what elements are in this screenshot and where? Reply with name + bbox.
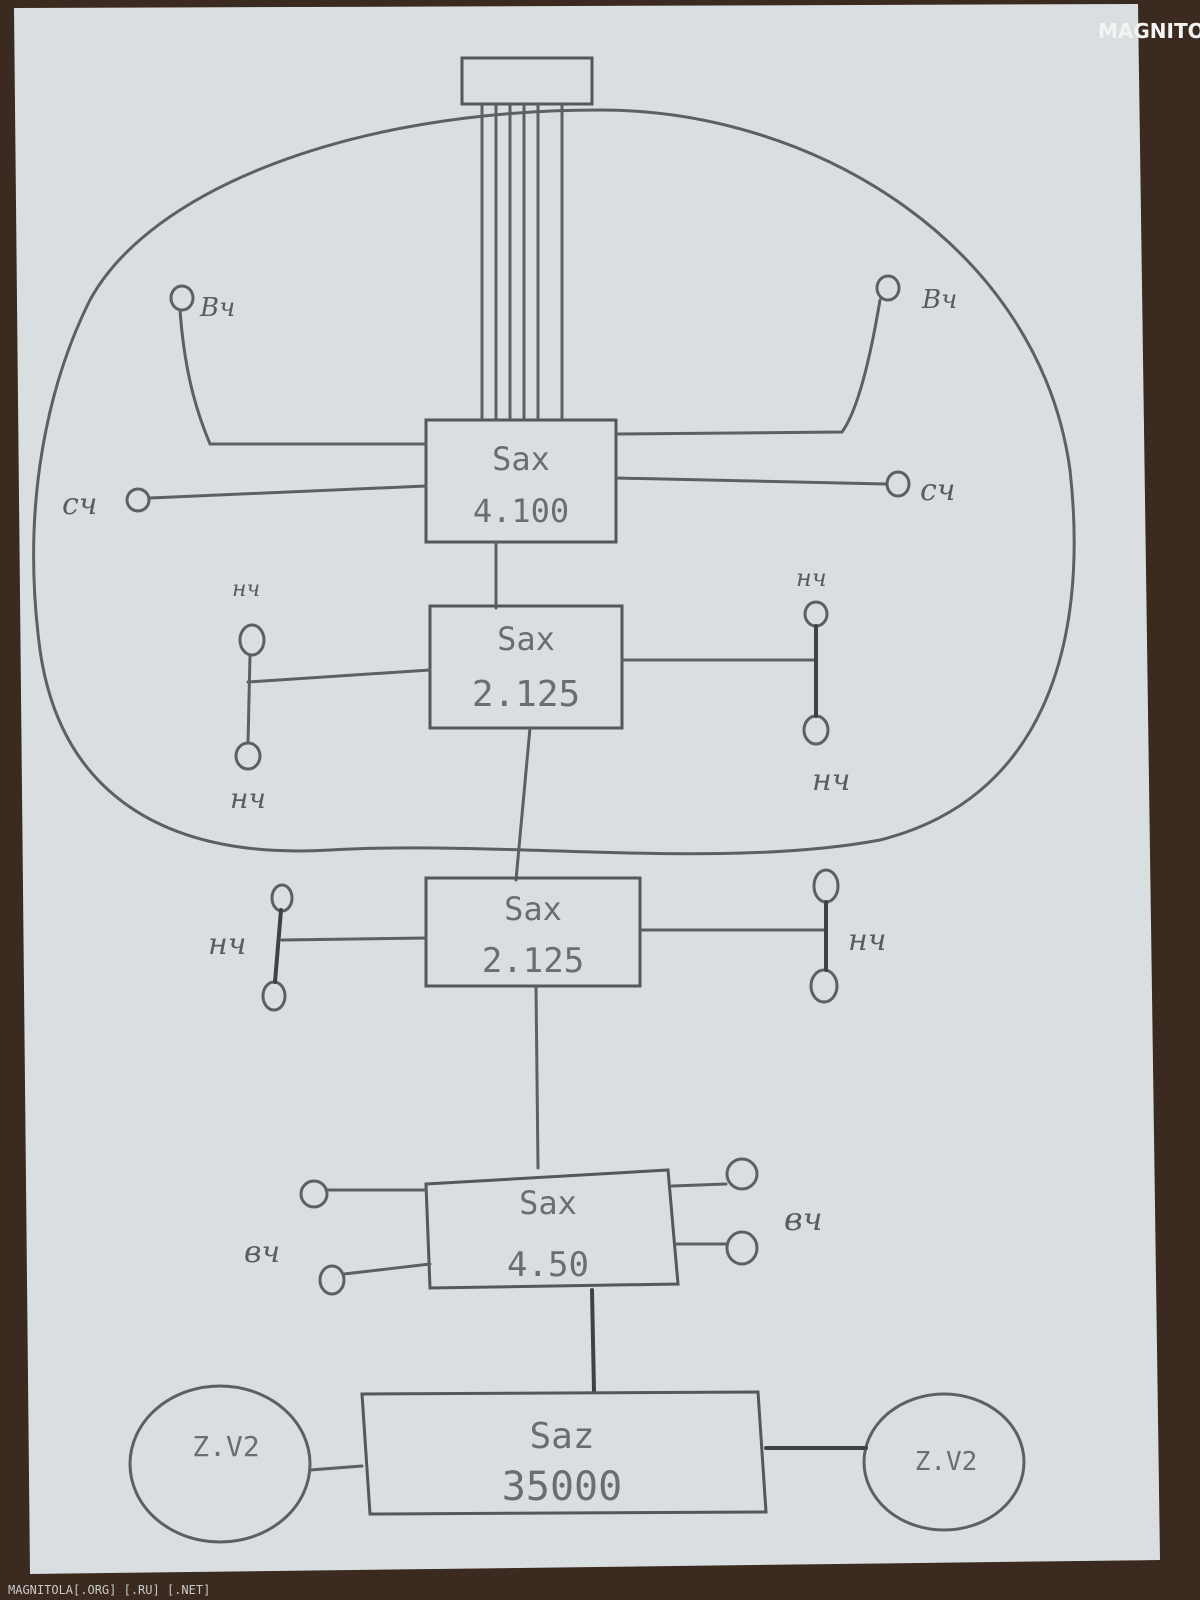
label-bch: Вч: [921, 285, 957, 315]
subwoofer-right: Z.V2: [764, 1392, 1026, 1532]
svg-text:Saz: Saz: [529, 1416, 594, 1457]
tweeters-rear-right: вч: [670, 1157, 823, 1266]
svg-text:2.125: 2.125: [472, 674, 580, 715]
amplifier-sax-4100: Sax 4.100: [424, 418, 618, 544]
label-nch: нч: [208, 927, 246, 962]
svg-text:Sax: Sax: [519, 1184, 577, 1222]
svg-text:Sax: Sax: [492, 440, 550, 478]
svg-text:35000: 35000: [502, 1464, 622, 1510]
svg-text:Sax: Sax: [497, 620, 555, 658]
midrange-front-right: сч: [614, 470, 955, 508]
tweeter-front-left: Вч: [169, 284, 428, 446]
label-sch: сч: [920, 473, 955, 508]
svg-text:4.50: 4.50: [507, 1245, 589, 1285]
woofer-pair-top-left: нч нч: [230, 577, 432, 815]
label-nch: нч: [848, 923, 886, 958]
label-bch: вч: [244, 1235, 280, 1270]
woofer-pair-mid-right: нч: [638, 868, 886, 1004]
label-nch: нч: [232, 577, 260, 602]
amplifier-sax-450: Sax 4.50: [424, 1168, 680, 1290]
tweeter-front-right: Вч: [614, 274, 957, 436]
label-bch: Вч: [199, 293, 235, 323]
midrange-front-left: сч: [62, 484, 428, 522]
svg-text:Z.V2: Z.V2: [192, 1430, 259, 1463]
paper-sheet: [14, 4, 1160, 1574]
svg-text:2.125: 2.125: [482, 941, 584, 981]
cabin-outline: [32, 108, 1076, 856]
amplifier-sax-2125-mid: Sax 2.125: [424, 876, 642, 988]
watermark-logo: MAGNITOLA: [1098, 19, 1200, 43]
watermark-footer: MAGNITOLA[.ORG] [.RU] [.NET]: [8, 1583, 210, 1597]
amplifier-sax-2125-top: Sax 2.125: [428, 604, 624, 730]
woofer-pair-mid-left: нч: [208, 883, 428, 1012]
subwoofer-left: Z.V2: [128, 1384, 364, 1544]
label-nch: нч: [812, 763, 850, 798]
svg-text:Z.V2: Z.V2: [915, 1447, 978, 1477]
svg-text:4.100: 4.100: [473, 492, 569, 530]
woofer-pair-top-right: нч нч: [620, 564, 850, 798]
svg-text:Sax: Sax: [504, 890, 562, 928]
label-sch: сч: [62, 487, 97, 522]
head-unit: [460, 56, 594, 106]
tweeters-rear-left: вч: [244, 1179, 432, 1296]
label-bch: вч: [784, 1200, 823, 1238]
label-nch: нч: [796, 564, 827, 592]
signal-cable: [480, 102, 564, 422]
label-nch: нч: [230, 782, 266, 815]
amplifier-saz-35000: Saz 35000: [360, 1390, 768, 1516]
